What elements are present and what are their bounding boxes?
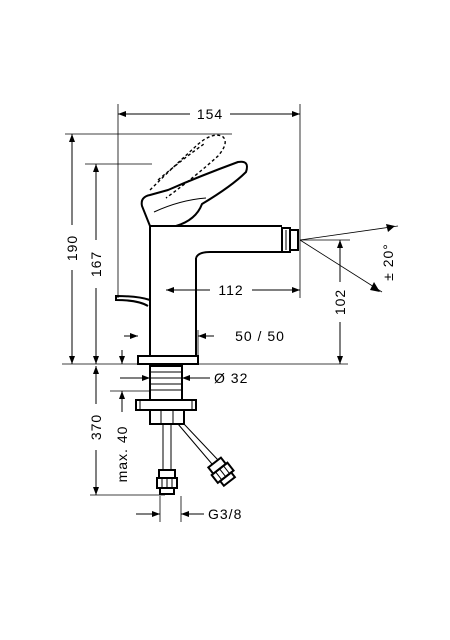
dimension-lines [69,111,395,517]
dim-hose-length: 370 [88,414,104,440]
dim-overall-height: 190 [64,235,80,261]
dim-lever-height: 167 [88,251,104,277]
dim-hole-diameter: Ø 32 [214,370,248,386]
dim-swivel-angle: ± 20° [380,243,396,281]
dim-overall-length: 154 [197,106,223,122]
dim-lever-clearance: 50 / 50 [235,328,285,344]
dim-outlet-height: 102 [332,289,348,315]
threaded-shank [135,365,197,425]
supply-hoses [156,423,237,495]
dim-connection-thread: G3/8 [208,506,242,522]
dim-max-thickness: max. 40 [114,426,130,483]
lever-handle [140,160,248,227]
lever-raised-outline [149,134,226,199]
extension-lines [62,104,399,522]
popup-rod [115,294,151,356]
dimension-labels: 154 190 167 112 102 ± 20° 50 / 50 Ø 32 3… [64,106,396,522]
dim-spout-reach: 112 [218,282,243,298]
